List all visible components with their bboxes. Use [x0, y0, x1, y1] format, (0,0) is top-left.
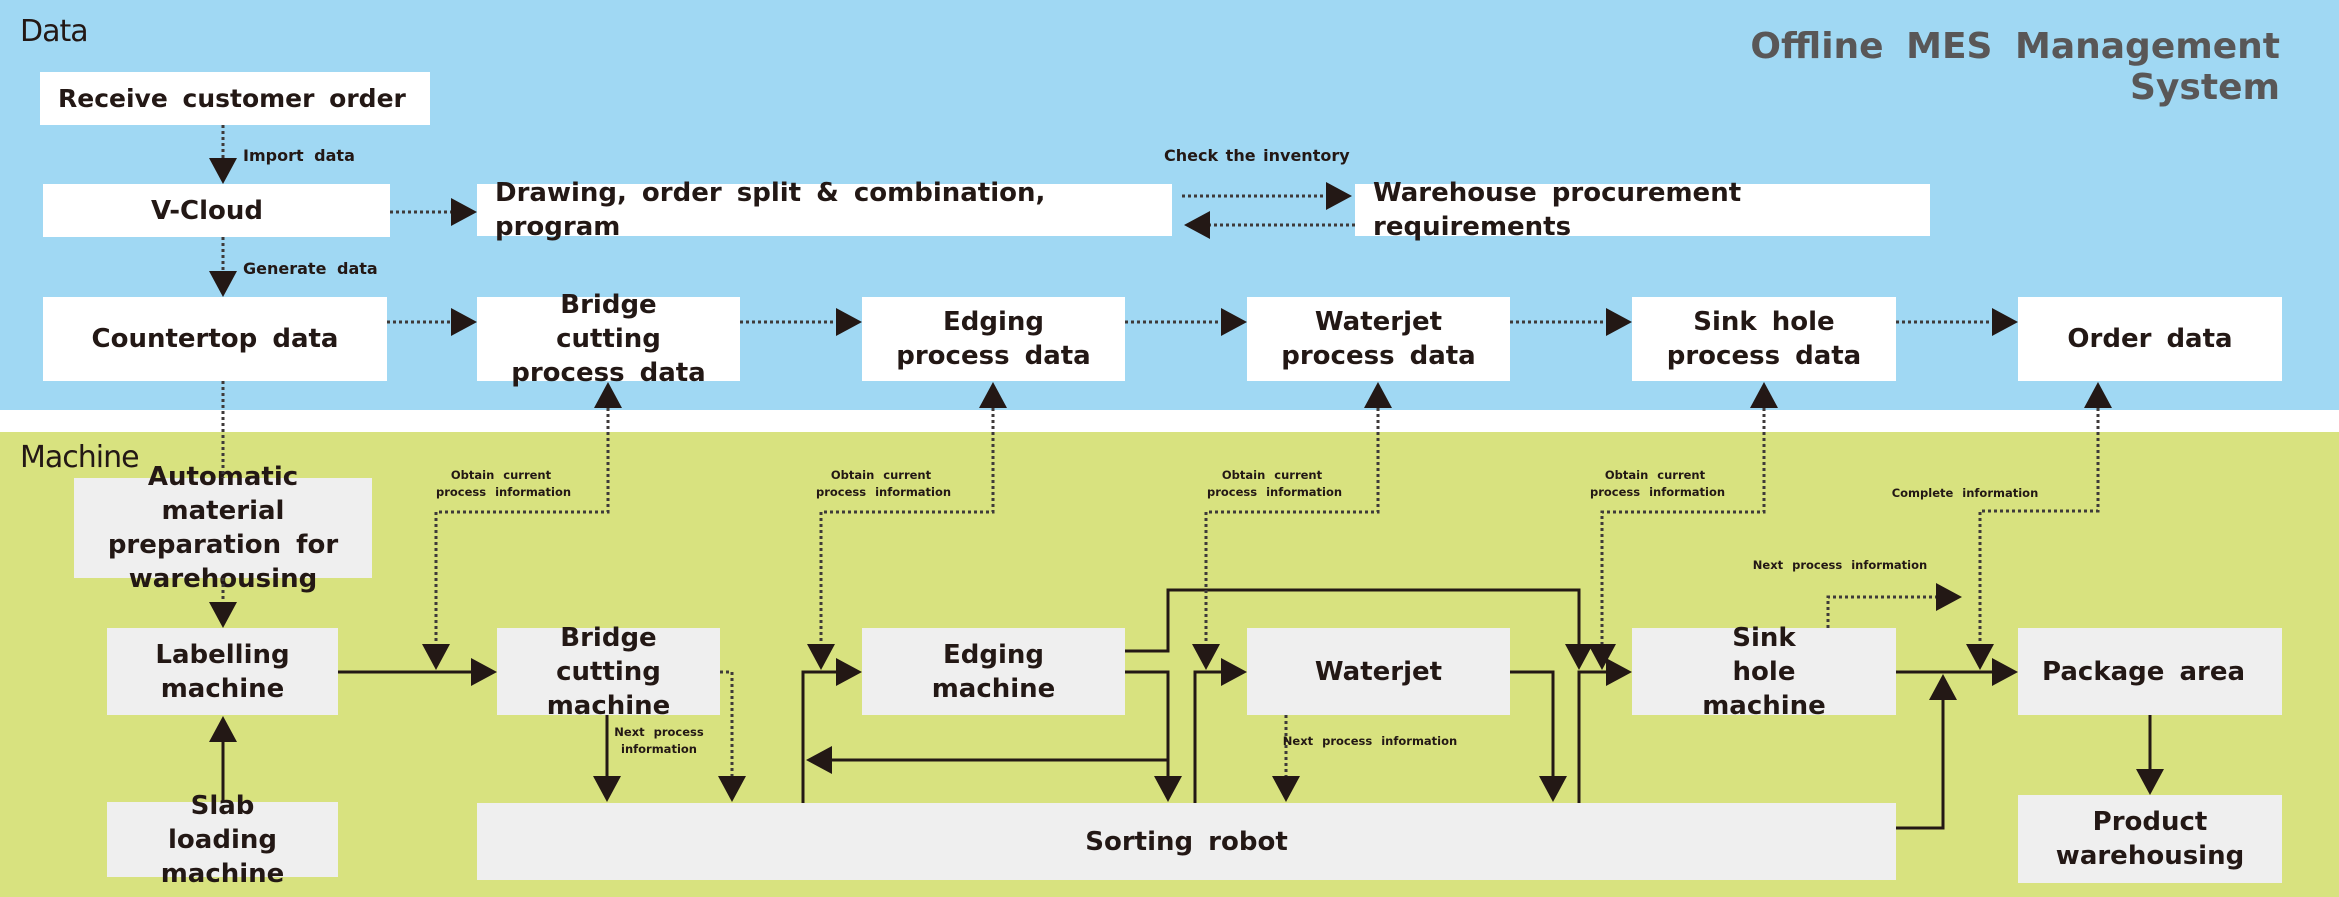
edge-label-check-inventory: Check the inventory	[1164, 146, 1350, 165]
edge-label-obtain-bridge: Obtain current process information	[436, 467, 572, 501]
edge-label-line: process information	[436, 485, 572, 499]
edge-label-import-data: Import data	[243, 146, 355, 165]
edge-label-obtain-edging: Obtain current process information	[816, 467, 952, 501]
node-waterjet-process-data[interactable]: Waterjet process data	[1247, 297, 1510, 381]
page-title: Offline MES Management System	[1750, 26, 2280, 108]
edge-label-complete-information: Complete information	[1891, 486, 2039, 500]
node-v-cloud[interactable]: V-Cloud	[43, 184, 390, 237]
node-labelling-machine[interactable]: Labelling machine	[107, 628, 338, 715]
machine-section-label: Machine	[20, 440, 140, 475]
node-warehouse-procurement[interactable]: Warehouse procurement requirements	[1355, 178, 1930, 242]
edge-label-obtain-waterjet: Obtain current process information	[1207, 467, 1343, 501]
node-sink-hole-machine[interactable]: Sink hole machine	[1632, 623, 1896, 721]
node-bridge-cutting-machine[interactable]: Bridge cutting machine	[497, 623, 720, 721]
node-automatic-material-preparation[interactable]: Automatic material preparation for wareh…	[74, 462, 372, 594]
edge-label-obtain-sink-hole: Obtain current process information	[1590, 467, 1726, 501]
edge-label-line: Obtain current	[1221, 468, 1323, 482]
edge-label-line: process information	[816, 485, 952, 499]
edge-label-line: process information	[1207, 485, 1343, 499]
node-bridge-cutting-process-data[interactable]: Bridge cutting process data	[477, 290, 740, 388]
node-waterjet[interactable]: Waterjet	[1247, 628, 1510, 715]
edge-label-line: Obtain current	[450, 468, 552, 482]
node-slab-loading-machine[interactable]: Slab loading machine	[107, 791, 338, 889]
edge-label-line: information	[621, 742, 697, 756]
node-product-warehousing[interactable]: Product warehousing	[2018, 795, 2282, 883]
node-sink-hole-process-data[interactable]: Sink hole process data	[1632, 297, 1896, 381]
edge-label-next-process-sink: Next process information	[1752, 558, 1928, 572]
edge-label-next-process-bridge: Next process information	[614, 724, 704, 758]
edge-label-line: Next process	[614, 725, 704, 739]
node-countertop-data[interactable]: Countertop data	[43, 297, 387, 381]
node-drawing-order-split[interactable]: Drawing, order split & combination, prog…	[477, 178, 1172, 242]
node-edging-process-data[interactable]: Edging process data	[862, 297, 1125, 381]
edge-label-next-process-waterjet: Next process information	[1282, 734, 1458, 748]
node-receive-customer-order[interactable]: Receive customer order	[40, 72, 430, 125]
edge-label-line: Obtain current	[1604, 468, 1706, 482]
node-package-area[interactable]: Package area	[2018, 628, 2282, 715]
node-sorting-robot[interactable]: Sorting robot	[477, 803, 1896, 880]
edge-label-line: Obtain current	[830, 468, 932, 482]
edge-label-generate-data: Generate data	[243, 259, 378, 278]
node-order-data[interactable]: Order data	[2018, 297, 2282, 381]
node-edging-machine[interactable]: Edging machine	[862, 628, 1125, 715]
data-section-label: Data	[20, 14, 89, 49]
edge-label-line: process information	[1590, 485, 1726, 499]
